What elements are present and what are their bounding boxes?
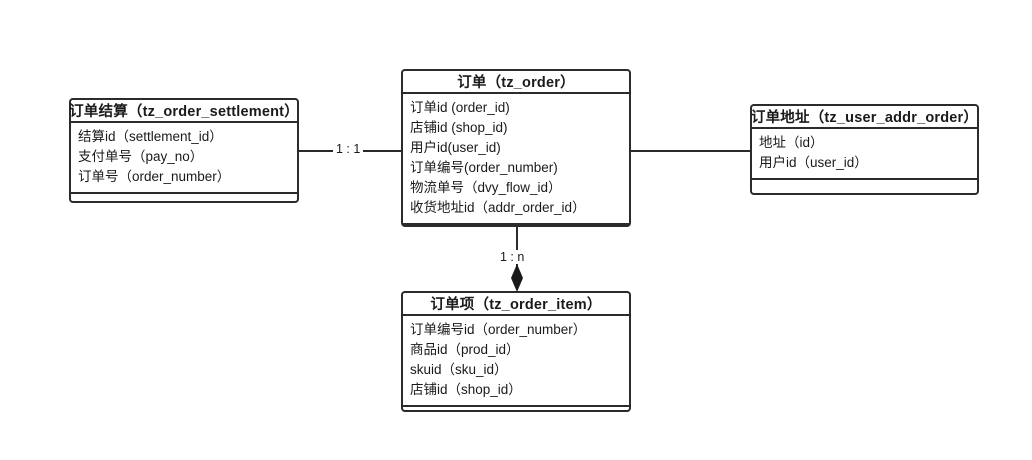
entity-attributes-tz-order-item: 订单编号id（order_number） 商品id（prod_id） skuid…: [403, 316, 629, 407]
attribute-row: 收货地址id（addr_order_id）: [410, 200, 586, 215]
attribute-row: 订单号（order_number）: [78, 169, 231, 184]
entity-tz-user-addr-order[interactable]: 订单地址（tz_user_addr_order） 地址（id） 用户id（use…: [750, 104, 979, 195]
connector-label-order-orderitem: 1 : n: [497, 250, 528, 264]
entity-footer-tz-order-item: [403, 407, 629, 429]
attribute-row: 地址（id）: [759, 135, 824, 150]
attribute-row: 订单编号id（order_number）: [410, 322, 587, 337]
entity-tz-order-item[interactable]: 订单项（tz_order_item） 订单编号id（order_number） …: [401, 291, 631, 412]
attribute-row: skuid（sku_id）: [410, 362, 508, 377]
connector-order-address: [631, 150, 750, 152]
attribute-row: 结算id（settlement_id）: [78, 129, 223, 144]
entity-title-tz-user-addr-order: 订单地址（tz_user_addr_order）: [751, 106, 978, 129]
attribute-row: 商品id（prod_id）: [410, 342, 520, 357]
connector-label-settlement-order: 1 : 1: [333, 142, 364, 156]
attribute-row: 店铺id (shop_id): [410, 120, 508, 135]
entity-attributes-tz-user-addr-order: 地址（id） 用户id（user_id）: [752, 129, 977, 180]
entity-attributes-tz-order: 订单id (order_id) 店铺id (shop_id) 用户id(user…: [403, 94, 629, 225]
entity-footer-tz-order-settlement: [71, 194, 297, 216]
attribute-row: 支付单号（pay_no）: [78, 149, 204, 164]
entity-title-tz-order-item: 订单项（tz_order_item）: [403, 293, 629, 316]
filled-diamond-arrowhead: [511, 264, 523, 292]
entity-title-tz-order-settlement: 订单结算（tz_order_settlement）: [69, 100, 299, 123]
entity-footer-tz-user-addr-order: [752, 180, 977, 202]
entity-tz-order-settlement[interactable]: 订单结算（tz_order_settlement） 结算id（settlemen…: [69, 98, 299, 203]
attribute-row: 店铺id（shop_id）: [410, 382, 522, 397]
attribute-row: 订单id (order_id): [410, 100, 510, 115]
entity-footer-tz-order: [403, 225, 629, 247]
attribute-row: 用户id(user_id): [410, 140, 501, 155]
attribute-row: 用户id（user_id）: [759, 155, 868, 170]
entity-title-tz-order: 订单（tz_order）: [403, 71, 629, 94]
attribute-row: 物流单号（dvy_flow_id）: [410, 180, 562, 195]
entity-tz-order[interactable]: 订单（tz_order） 订单id (order_id) 店铺id (shop_…: [401, 69, 631, 227]
attribute-row: 订单编号(order_number): [410, 160, 558, 175]
entity-attributes-tz-order-settlement: 结算id（settlement_id） 支付单号（pay_no） 订单号（ord…: [71, 123, 297, 194]
